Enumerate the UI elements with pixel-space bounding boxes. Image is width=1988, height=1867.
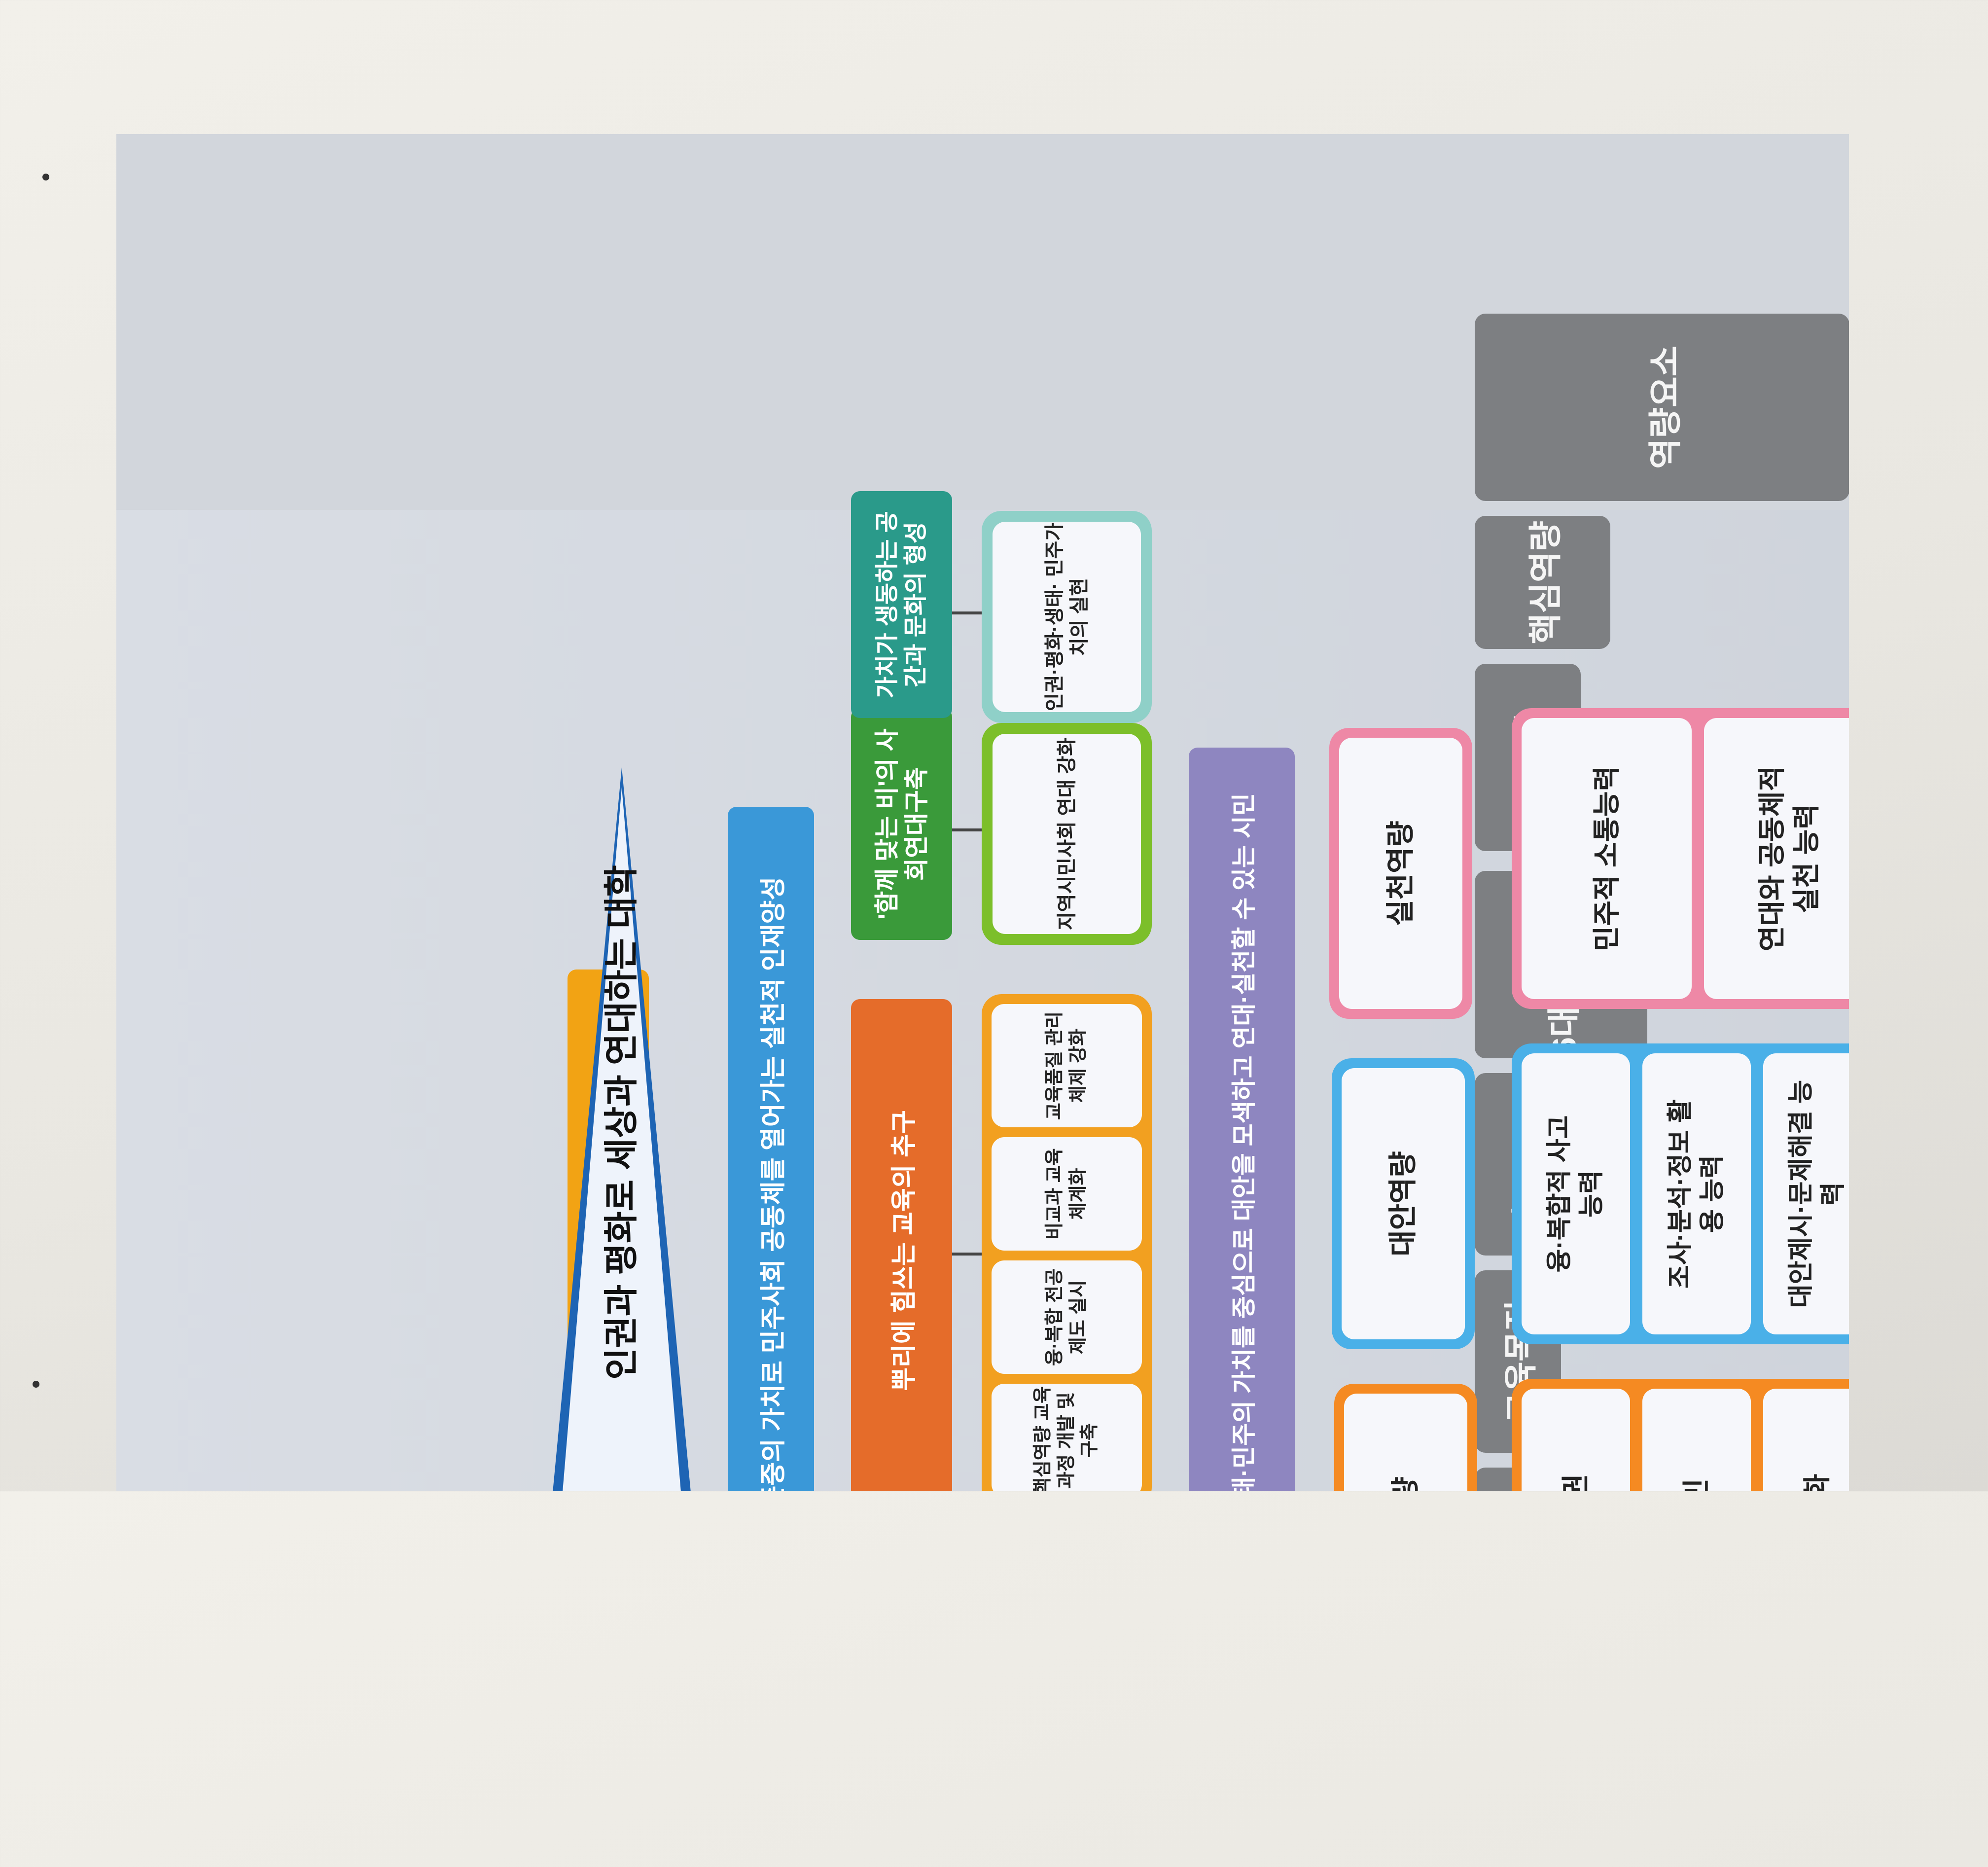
core-alternative: 대안역량	[1342, 1068, 1465, 1339]
connector	[952, 828, 982, 831]
connector	[952, 1253, 982, 1256]
label-core: 핵심역량	[1475, 516, 1610, 649]
core-value: 가치역량	[1344, 1394, 1467, 1491]
strategy-5: 지역시민사회 연대 강화	[993, 734, 1141, 934]
connector	[952, 611, 982, 614]
poster-board: 교육이념 비전 교육목적 3대 교육목표 6대 추진전략 인재상 핵심역량 역량…	[116, 314, 1849, 1847]
core-practice: 실천역량	[1339, 738, 1462, 1009]
vision-arrow	[543, 767, 701, 1491]
goal-3: 가치가 생동하는 공간과 문화의 형성	[851, 491, 952, 718]
label-elements: 역량요소	[1475, 314, 1849, 501]
strategy-1: 핵심역량 교육과정 개발 및 구축	[992, 1384, 1142, 1491]
vision-text: 인권과 평화로 세상과 연대하는 대학	[602, 865, 641, 1380]
element-practice-2: 연대와 공동체적 실천 능력	[1704, 718, 1849, 999]
element-alternative-2: 조사·분석·정보 활용 능력	[1642, 1053, 1751, 1334]
label-vision: 비전	[1475, 1468, 1650, 1491]
strategy-4: 교육품질 관리체제 강화	[992, 1004, 1142, 1127]
label-philosophy: 교육이념	[1475, 1670, 1556, 1847]
goal-2: '함께 맞는 비'의 사회연대구축	[851, 708, 952, 940]
element-value-2: 민주시민	[1642, 1389, 1751, 1491]
strategy-6: 인권·평화·생태· 민주가치의 실현	[993, 522, 1141, 712]
wall-screw	[33, 1381, 39, 1388]
element-alternative-1: 융·복합적 사고능력	[1522, 1053, 1630, 1334]
element-value-3: 생명·평화	[1763, 1389, 1849, 1491]
talent-bar: 인권·평화·생태·민주의 가치를 중심으로 대안을 모색하고 연대·실천할 수 …	[1189, 748, 1295, 1491]
element-value-1: 인간·인권	[1522, 1389, 1630, 1491]
purpose-bar: 평화와 생명존중의 가치로 민주사회 공동체를 열어가는 실천적 인재양성	[728, 807, 814, 1491]
wall-screw	[42, 174, 49, 180]
strategy-2: 융·복합 전공제도 실시	[992, 1260, 1142, 1374]
goal-1: 뿌리에 힘쓰는 교육의 추구	[851, 999, 952, 1491]
element-alternative-3: 대안제시·문제해결 능력	[1763, 1053, 1849, 1334]
poster: 교육이념 비전 교육목적 3대 교육목표 6대 추진전략 인재상 핵심역량 역량…	[116, 134, 1849, 1491]
element-practice-1: 민주적 소통능력	[1522, 718, 1692, 999]
strategy-3: 비교과 교육 체계화	[992, 1137, 1142, 1251]
